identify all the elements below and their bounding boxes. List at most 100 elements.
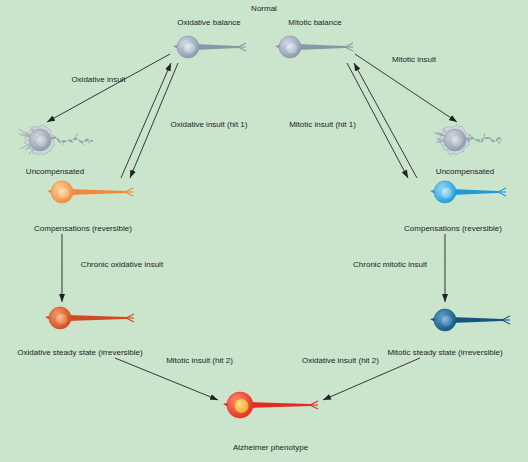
arrow-connector: [354, 63, 417, 178]
axon-terminal: [498, 188, 506, 192]
edge-label: Mitotic insult (hit 2): [166, 356, 233, 366]
fragmented-dendrite: [29, 126, 33, 131]
fragmented-axon: [466, 138, 502, 143]
fragmented-dendrite: [437, 140, 444, 141]
axon-fragment: [62, 141, 63, 145]
cell-body: [29, 129, 51, 151]
axon-terminal: [126, 314, 134, 318]
node-label: Alzheimer phenotype: [218, 443, 323, 453]
axon-terminal: [125, 188, 133, 192]
axon-fragment: [81, 142, 84, 145]
node-label: Mitotic balance: [275, 18, 355, 28]
text-block: Oxidative balance: [170, 18, 248, 28]
fragmented-dendrite: [25, 146, 31, 150]
cell-nucleus: [450, 135, 462, 147]
arrow-connector: [355, 54, 457, 122]
fragmented-dendrite: [434, 133, 445, 137]
edge-label: Mitotic insult (hit 1): [289, 120, 356, 130]
arrow-connector: [444, 234, 445, 302]
diagram-title: Normal: [0, 4, 528, 14]
neuron-node: Compensations (reversible): [28, 178, 138, 234]
axon-terminal: [502, 320, 510, 324]
axon-terminal: [238, 43, 246, 47]
edge-label: Oxidative insult: [71, 75, 125, 85]
text-block: Alzheimer phenotype: [218, 443, 323, 453]
axon-fragment: [496, 140, 501, 144]
arrow-connector: [347, 63, 408, 178]
fragmented-dendrite: [19, 134, 30, 137]
axon-terminal: [310, 405, 318, 409]
cell-nucleus: [234, 399, 248, 413]
axon-terminal: [502, 316, 510, 320]
axon-terminal: [345, 43, 353, 47]
cell-body: [444, 129, 466, 151]
fragmented-dendrite: [436, 138, 444, 139]
degenerating-halo: [24, 124, 54, 155]
cell-body: [51, 181, 73, 203]
neuron-node: Oxidative balance: [170, 18, 248, 63]
node-label: Uncompensated: [15, 167, 95, 177]
fragmented-dendrite: [436, 133, 445, 137]
cell-body: [434, 309, 456, 331]
neuron-node: Uncompensated: [15, 122, 95, 177]
fragmented-axon: [51, 138, 93, 143]
axon-fragment: [466, 137, 470, 139]
fragmented-dendrite: [442, 129, 446, 133]
neuron-node: Mitotic steady state (irreversible): [370, 302, 520, 358]
fragmented-dendrite: [436, 142, 444, 143]
axon-terminal: [125, 192, 133, 196]
neuron-node: Mitotic balance: [275, 18, 355, 63]
node-label: Compensations (reversible): [398, 224, 508, 234]
node-label: Uncompensated: [425, 167, 505, 177]
node-label: Mitotic steady state (irreversible): [370, 348, 520, 358]
axon-terminal: [238, 47, 246, 51]
axon-terminal: [310, 401, 318, 405]
axon-fragment: [75, 133, 77, 138]
axon-fragment: [478, 138, 481, 140]
axon-terminal: [345, 47, 353, 51]
cell-body: [49, 307, 71, 329]
axon-fragment: [490, 138, 493, 140]
node-label: Compensations (reversible): [28, 224, 138, 234]
text-block: Mitotic balance: [275, 18, 355, 28]
neuron-node: Oxidative steady state (irreversible): [5, 302, 155, 358]
cell-body: [434, 181, 456, 203]
axon-fragment: [469, 133, 472, 137]
neuron-illustration: [218, 385, 323, 453]
edge-label: Oxidative insult (hit 1): [171, 120, 248, 130]
arrow-connector: [121, 63, 171, 178]
neuron-node: Compensations (reversible): [398, 178, 508, 234]
text-block: Uncompensated: [15, 167, 95, 177]
cell-nucleus: [35, 135, 47, 147]
arrow-connector: [61, 234, 62, 302]
text-block: Compensations (reversible): [28, 224, 138, 234]
cell-nucleus: [440, 187, 452, 199]
text-block: Uncompensated: [425, 167, 505, 177]
text-block: Oxidative steady state (irreversible): [5, 348, 155, 358]
axon-fragment: [499, 139, 502, 142]
edge-label: Chronic mitotic insult: [353, 260, 427, 270]
cell-nucleus: [55, 313, 67, 325]
arrow-connector: [47, 54, 170, 122]
text-block: Mitotic steady state (irreversible): [370, 348, 520, 358]
edge-label: Oxidative insult (hit 2): [302, 356, 379, 366]
text-block: Compensations (reversible): [398, 224, 508, 234]
axon-fragment: [484, 133, 486, 138]
axon-fragment: [87, 139, 90, 144]
cell-nucleus: [183, 42, 195, 54]
cell-nucleus: [440, 315, 452, 327]
axon-fragment: [69, 139, 72, 140]
node-label: Oxidative balance: [170, 18, 248, 28]
axon-fragment: [53, 135, 57, 138]
cell-body: [227, 392, 253, 418]
cell-body: [177, 36, 199, 58]
axon-terminal: [498, 192, 506, 196]
edge-label: Mitotic insult: [392, 55, 436, 65]
cell-nucleus: [285, 42, 297, 54]
neuron-node: Uncompensated: [425, 122, 505, 177]
cell-nucleus: [57, 187, 69, 199]
neuron-node: Alzheimer phenotype: [218, 385, 323, 453]
axon-terminal: [126, 318, 134, 322]
fragmented-dendrite: [29, 149, 34, 155]
